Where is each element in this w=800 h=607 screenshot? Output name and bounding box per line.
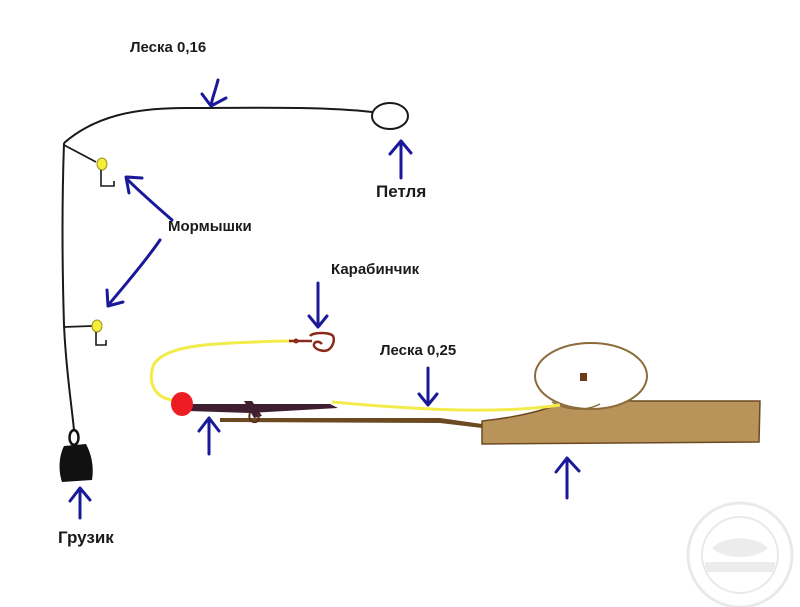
label-carabiner: Карабинчик: [331, 261, 420, 278]
rod-handle: [481, 398, 761, 445]
arrow-line-016: [200, 78, 228, 108]
line-025: [331, 400, 561, 412]
rod-blank: [188, 404, 338, 413]
loop: [371, 102, 409, 130]
reel-foot: [551, 401, 601, 410]
label-jigs: Мормышки: [168, 218, 252, 235]
arrow-float: [197, 416, 221, 456]
sinker: [59, 444, 93, 482]
carabiner: [309, 331, 336, 353]
reel: [534, 342, 648, 410]
arrow-jig-upper: [124, 175, 174, 222]
main-line-016: [63, 106, 373, 144]
label-line-016: Леска 0,16: [130, 39, 207, 56]
label-sinker: Грузик: [58, 528, 114, 547]
carabiner-eye: [293, 338, 299, 344]
rod-blank-brown: [220, 418, 482, 428]
jig-hook-upper: [100, 170, 115, 187]
arrow-line-025: [417, 366, 439, 407]
jig-leash-upper: [63, 144, 97, 163]
arrow-sinker: [68, 486, 92, 520]
jig-upper: [96, 157, 108, 171]
rod-guide: [244, 401, 262, 418]
watermark-stamp: [686, 501, 794, 607]
upper-rig: [59, 102, 409, 482]
rod-guide-ring: [248, 412, 260, 424]
line-025-loop: [149, 339, 292, 403]
jig-leash-lower: [63, 325, 93, 328]
arrows: [68, 78, 581, 520]
sinker-ring: [68, 428, 80, 447]
jig-hook-lower: [95, 332, 107, 346]
arrow-handle: [554, 456, 581, 500]
label-line-025: Леска 0,25: [380, 342, 457, 359]
arrow-jig-lower: [105, 238, 162, 308]
main-line-vertical: [61, 142, 75, 431]
float: [171, 392, 193, 416]
label-loop: Петля: [376, 182, 427, 201]
arrow-loop: [388, 139, 413, 180]
jig-lower: [91, 319, 103, 333]
reel-axle: [580, 373, 587, 381]
arrow-carabiner: [307, 281, 329, 329]
rod-assembly: [149, 331, 761, 445]
